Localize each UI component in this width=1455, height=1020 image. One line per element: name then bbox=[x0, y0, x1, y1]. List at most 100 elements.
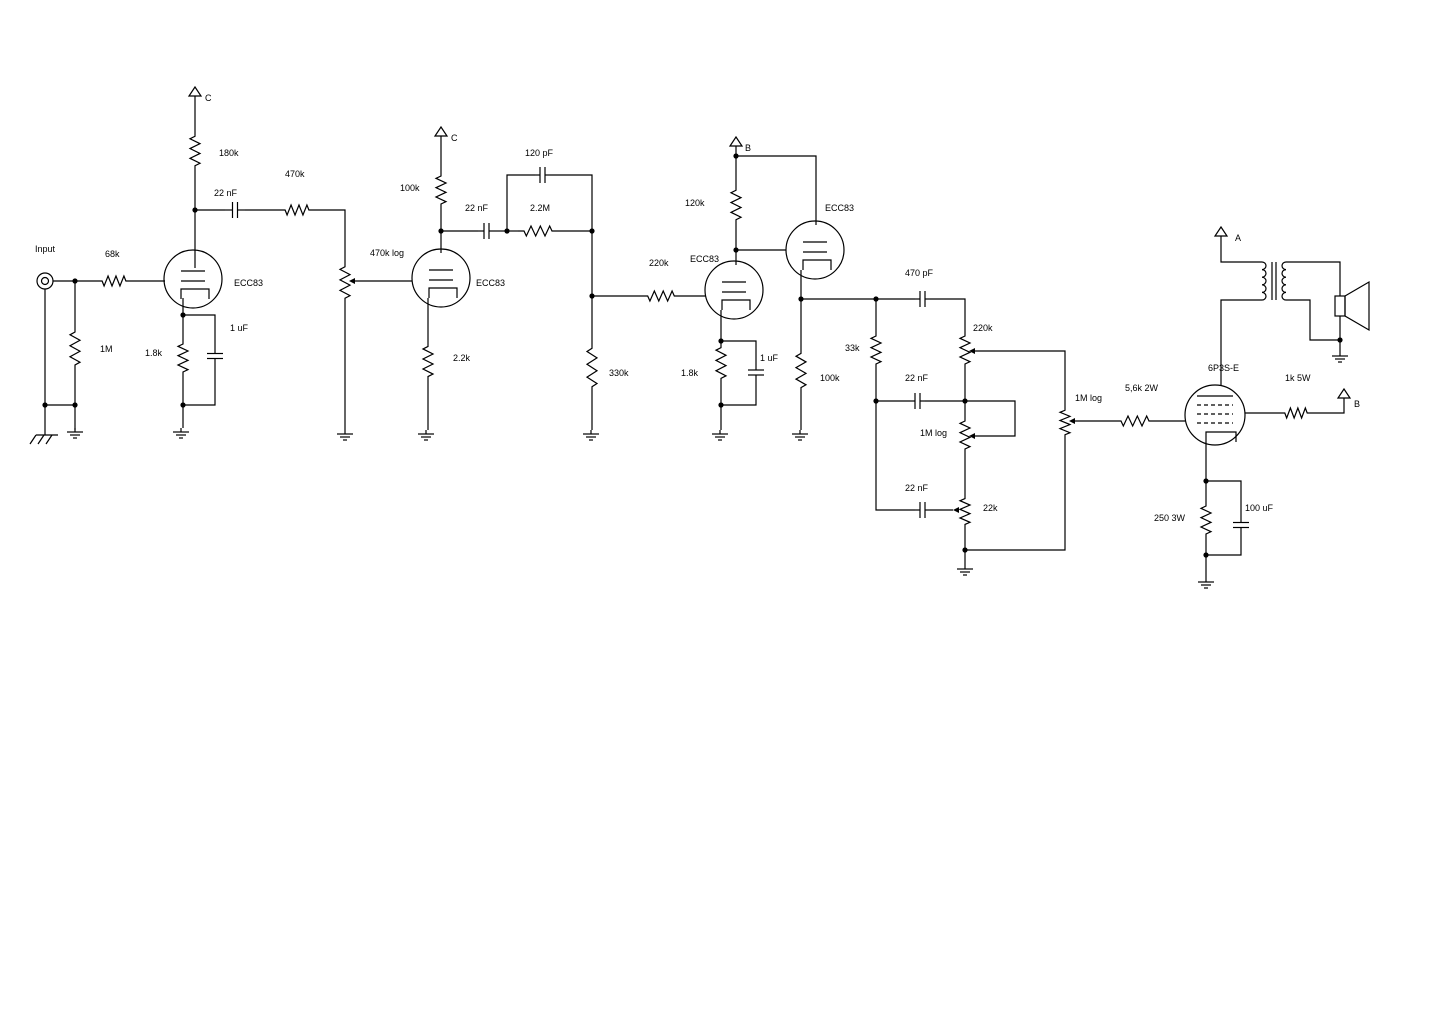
tube-6p3s bbox=[1184, 384, 1246, 446]
label-c-470pf: 470 pF bbox=[905, 268, 934, 278]
label-r-330k: 330k bbox=[609, 368, 629, 378]
transformer-primary bbox=[1261, 261, 1267, 271]
speaker-icon bbox=[1344, 280, 1370, 332]
resistor-180k bbox=[188, 130, 202, 172]
junction-dot bbox=[504, 228, 510, 234]
junction-dot bbox=[733, 153, 739, 159]
wire bbox=[1286, 261, 1341, 296]
label-c-120pf: 120 pF bbox=[525, 148, 554, 158]
label-r-1-8k-2: 1.8k bbox=[681, 368, 699, 378]
wire bbox=[875, 370, 915, 511]
rail-arrow bbox=[1213, 225, 1229, 237]
tube-ecc83-2 bbox=[411, 248, 471, 308]
rail-arrow bbox=[187, 85, 203, 97]
label-tube-ecc83-1: ECC83 bbox=[234, 278, 263, 288]
junction-dot bbox=[180, 402, 186, 408]
label-rail-c2: C bbox=[451, 133, 458, 143]
transformer-primary bbox=[1261, 284, 1267, 293]
junction-dot bbox=[873, 296, 879, 302]
label-pot-470k-log: 470k log bbox=[370, 248, 404, 258]
transformer-primary bbox=[1261, 269, 1267, 278]
transformer-secondary bbox=[1281, 261, 1287, 271]
tube-cathode bbox=[428, 287, 458, 298]
label-pot-22k: 22k bbox=[983, 503, 998, 513]
wire bbox=[930, 298, 966, 330]
resistor-470k bbox=[280, 203, 314, 217]
wiper-arrow bbox=[969, 433, 975, 439]
wire bbox=[965, 440, 1066, 551]
junction-dot bbox=[733, 247, 739, 253]
resistor-250-3w bbox=[1199, 500, 1213, 540]
resistor-1-8k bbox=[176, 338, 190, 378]
junction-dot bbox=[180, 312, 186, 318]
resistor-220k bbox=[642, 289, 680, 303]
resistor-2-2k bbox=[421, 340, 435, 383]
resistor-100k bbox=[794, 346, 808, 395]
label-r-68k: 68k bbox=[105, 249, 120, 259]
rail-arrow bbox=[433, 125, 449, 137]
junction-dot bbox=[873, 398, 879, 404]
resistor-1m bbox=[68, 325, 82, 372]
junction-dot bbox=[1337, 337, 1343, 343]
label-r-120k: 120k bbox=[685, 198, 705, 208]
transformer-secondary bbox=[1281, 291, 1287, 301]
junction-dot bbox=[718, 402, 724, 408]
wire bbox=[1312, 398, 1345, 414]
label-pot-1m-log-vol: 1M log bbox=[1075, 393, 1102, 403]
junction-dot bbox=[798, 296, 804, 302]
tube-cathode bbox=[721, 299, 751, 310]
junction-dot bbox=[1203, 552, 1209, 558]
label-r-220k: 220k bbox=[649, 258, 669, 268]
label-tube-ecc83-4: ECC83 bbox=[825, 203, 854, 213]
label-c-22nf-4: 22 nF bbox=[905, 483, 929, 493]
label-r-180k: 180k bbox=[219, 148, 239, 158]
tube-cathode bbox=[802, 259, 832, 270]
potentiometer-220k bbox=[958, 330, 972, 370]
transformer-secondary bbox=[1281, 276, 1287, 286]
label-c-22nf-2: 22 nF bbox=[465, 203, 489, 213]
label-rail-b1: B bbox=[745, 143, 751, 153]
wiper-arrow bbox=[969, 348, 975, 354]
junction-dot bbox=[1203, 478, 1209, 484]
wire bbox=[965, 400, 1016, 437]
resistor-1-8k bbox=[714, 341, 728, 385]
label-input: Input bbox=[35, 244, 56, 254]
junction-dot bbox=[192, 207, 198, 213]
label-r-2-2m: 2.2M bbox=[530, 203, 550, 213]
label-tube-6p3s: 6P3S-E bbox=[1208, 363, 1239, 373]
label-r-250-3w: 250 3W bbox=[1154, 513, 1186, 523]
input-jack bbox=[40, 276, 50, 286]
wire bbox=[550, 174, 593, 340]
label-c-1uf-2: 1 uF bbox=[760, 353, 779, 363]
transformer-primary bbox=[1261, 291, 1267, 301]
chassis-ground bbox=[45, 434, 53, 445]
label-c-22nf-1: 22 nF bbox=[214, 188, 238, 198]
label-pot-220k: 220k bbox=[973, 323, 993, 333]
label-r-1k-5w: 1k 5W bbox=[1285, 373, 1311, 383]
junction-dot bbox=[72, 278, 78, 284]
junction-dot bbox=[589, 228, 595, 234]
chassis-ground bbox=[37, 434, 45, 445]
label-pot-1m-log-tone: 1M log bbox=[920, 428, 947, 438]
label-r-5-6k-2w: 5,6k 2W bbox=[1125, 383, 1159, 393]
potentiometer-1m-vol bbox=[1058, 405, 1072, 440]
tube-cathode bbox=[1205, 431, 1237, 445]
resistor-120k bbox=[729, 184, 743, 226]
label-r-1-8k-1: 1.8k bbox=[145, 348, 163, 358]
wire bbox=[721, 385, 757, 406]
junction-dot bbox=[72, 402, 78, 408]
wire bbox=[721, 340, 757, 360]
junction-dot bbox=[589, 293, 595, 299]
wire bbox=[183, 314, 216, 340]
tube-cathode bbox=[180, 288, 210, 299]
potentiometer-22k bbox=[958, 493, 972, 530]
potentiometer-470k bbox=[338, 260, 352, 305]
wire bbox=[314, 209, 346, 260]
label-r-1m: 1M bbox=[100, 344, 113, 354]
schematic-wiring bbox=[44, 96, 1345, 578]
potentiometer-1m-tone bbox=[958, 415, 972, 455]
label-r-33k: 33k bbox=[845, 343, 860, 353]
speaker-icon bbox=[1334, 295, 1346, 317]
junction-dot bbox=[438, 228, 444, 234]
